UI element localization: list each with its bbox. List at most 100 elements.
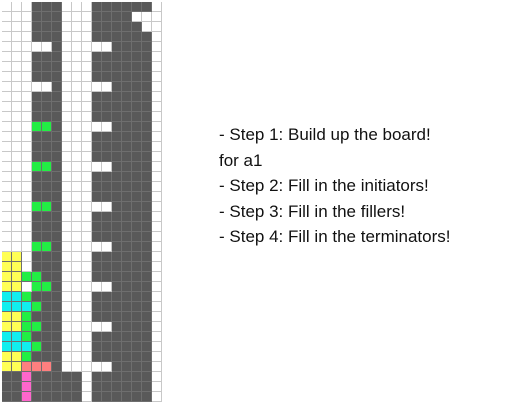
board-cell-empty[interactable] <box>72 292 82 302</box>
board-cell-filler-yellow[interactable] <box>12 362 22 372</box>
board-cell-empty[interactable] <box>82 282 92 292</box>
board-cell-blocked[interactable] <box>2 392 12 402</box>
board-cell-blocked[interactable] <box>132 162 142 172</box>
board-cell-empty[interactable] <box>152 142 162 152</box>
board-cell-filler-cyan[interactable] <box>12 292 22 302</box>
board-cell-empty[interactable] <box>82 252 92 262</box>
board-cell-empty[interactable] <box>22 132 32 142</box>
board-cell-blocked[interactable] <box>132 242 142 252</box>
board-cell-empty[interactable] <box>82 302 92 312</box>
board-cell-empty[interactable] <box>82 292 92 302</box>
board-cell-blocked[interactable] <box>52 52 62 62</box>
board-cell-empty[interactable] <box>152 42 162 52</box>
board-cell-blocked[interactable] <box>122 182 132 192</box>
board-cell-empty[interactable] <box>62 362 72 372</box>
board-cell-empty[interactable] <box>22 82 32 92</box>
board-cell-initiator-green[interactable] <box>32 342 42 352</box>
board-cell-empty[interactable] <box>82 32 92 42</box>
board-cell-empty[interactable] <box>152 172 162 182</box>
board-cell-blocked[interactable] <box>142 342 152 352</box>
board-cell-blocked[interactable] <box>122 162 132 172</box>
board-cell-blocked[interactable] <box>52 102 62 112</box>
board-cell-empty[interactable] <box>62 12 72 22</box>
board-cell-empty[interactable] <box>152 152 162 162</box>
board-cell-blocked[interactable] <box>122 2 132 12</box>
board-cell-empty[interactable] <box>82 202 92 212</box>
board-cell-blocked[interactable] <box>102 262 112 272</box>
board-cell-empty[interactable] <box>72 122 82 132</box>
board-cell-empty[interactable] <box>22 62 32 72</box>
board-cell-blocked[interactable] <box>132 222 142 232</box>
board-cell-empty[interactable] <box>152 332 162 342</box>
board-cell-empty[interactable] <box>12 122 22 132</box>
board-cell-blocked[interactable] <box>42 332 52 342</box>
board-cell-blocked[interactable] <box>42 232 52 242</box>
board-cell-empty[interactable] <box>72 362 82 372</box>
board-cell-blocked[interactable] <box>142 92 152 102</box>
board-cell-blocked[interactable] <box>132 192 142 202</box>
board-cell-empty[interactable] <box>22 72 32 82</box>
board-cell-blocked[interactable] <box>92 212 102 222</box>
board-cell-blocked[interactable] <box>132 82 142 92</box>
board-cell-empty[interactable] <box>2 102 12 112</box>
board-cell-blocked[interactable] <box>92 232 102 242</box>
board-cell-empty[interactable] <box>82 322 92 332</box>
board-cell-empty[interactable] <box>82 272 92 282</box>
board-cell-empty[interactable] <box>152 222 162 232</box>
board-cell-blocked[interactable] <box>92 92 102 102</box>
board-cell-blocked[interactable] <box>122 112 132 122</box>
board-cell-empty[interactable] <box>152 52 162 62</box>
board-cell-blocked[interactable] <box>112 382 122 392</box>
board-cell-empty[interactable] <box>32 82 42 92</box>
board-cell-initiator-green[interactable] <box>22 332 32 342</box>
board-cell-blocked[interactable] <box>92 112 102 122</box>
board-cell-blocked[interactable] <box>42 292 52 302</box>
board-cell-blocked[interactable] <box>122 232 132 242</box>
board-cell-blocked[interactable] <box>142 102 152 112</box>
board-cell-blocked[interactable] <box>52 202 62 212</box>
board-cell-blocked[interactable] <box>122 62 132 72</box>
board-cell-empty[interactable] <box>22 2 32 12</box>
board-cell-blocked[interactable] <box>92 312 102 322</box>
board-cell-blocked[interactable] <box>52 142 62 152</box>
board-cell-blocked[interactable] <box>62 372 72 382</box>
board-cell-empty[interactable] <box>62 192 72 202</box>
board-cell-empty[interactable] <box>152 242 162 252</box>
board-cell-blocked[interactable] <box>52 172 62 182</box>
board-cell-empty[interactable] <box>62 132 72 142</box>
board-cell-filler-yellow[interactable] <box>12 312 22 322</box>
board-cell-blocked[interactable] <box>52 362 62 372</box>
board-cell-empty[interactable] <box>82 172 92 182</box>
board-cell-blocked[interactable] <box>132 212 142 222</box>
board-cell-empty[interactable] <box>102 82 112 92</box>
board-cell-blocked[interactable] <box>122 292 132 302</box>
board-cell-empty[interactable] <box>22 112 32 122</box>
board-cell-blocked[interactable] <box>42 342 52 352</box>
board-cell-blocked[interactable] <box>42 272 52 282</box>
board-cell-blocked[interactable] <box>112 312 122 322</box>
board-cell-empty[interactable] <box>12 132 22 142</box>
board-cell-empty[interactable] <box>72 132 82 142</box>
board-cell-blocked[interactable] <box>52 212 62 222</box>
board-cell-blocked[interactable] <box>112 252 122 262</box>
board-cell-empty[interactable] <box>62 182 72 192</box>
board-cell-empty[interactable] <box>132 12 142 22</box>
board-cell-empty[interactable] <box>152 282 162 292</box>
board-cell-blocked[interactable] <box>142 262 152 272</box>
board-cell-empty[interactable] <box>142 22 152 32</box>
board-cell-blocked[interactable] <box>122 242 132 252</box>
board-cell-terminator-salmon[interactable] <box>32 362 42 372</box>
board-cell-empty[interactable] <box>72 232 82 242</box>
board-cell-empty[interactable] <box>2 192 12 202</box>
board-cell-empty[interactable] <box>152 372 162 382</box>
board-cell-blocked[interactable] <box>122 92 132 102</box>
board-cell-empty[interactable] <box>152 262 162 272</box>
board-cell-empty[interactable] <box>12 82 22 92</box>
board-cell-blocked[interactable] <box>42 12 52 22</box>
board-cell-blocked[interactable] <box>52 132 62 142</box>
board-cell-empty[interactable] <box>62 162 72 172</box>
board-cell-empty[interactable] <box>72 22 82 32</box>
board-cell-blocked[interactable] <box>132 102 142 112</box>
board-cell-blocked[interactable] <box>122 312 132 322</box>
board-cell-empty[interactable] <box>12 92 22 102</box>
